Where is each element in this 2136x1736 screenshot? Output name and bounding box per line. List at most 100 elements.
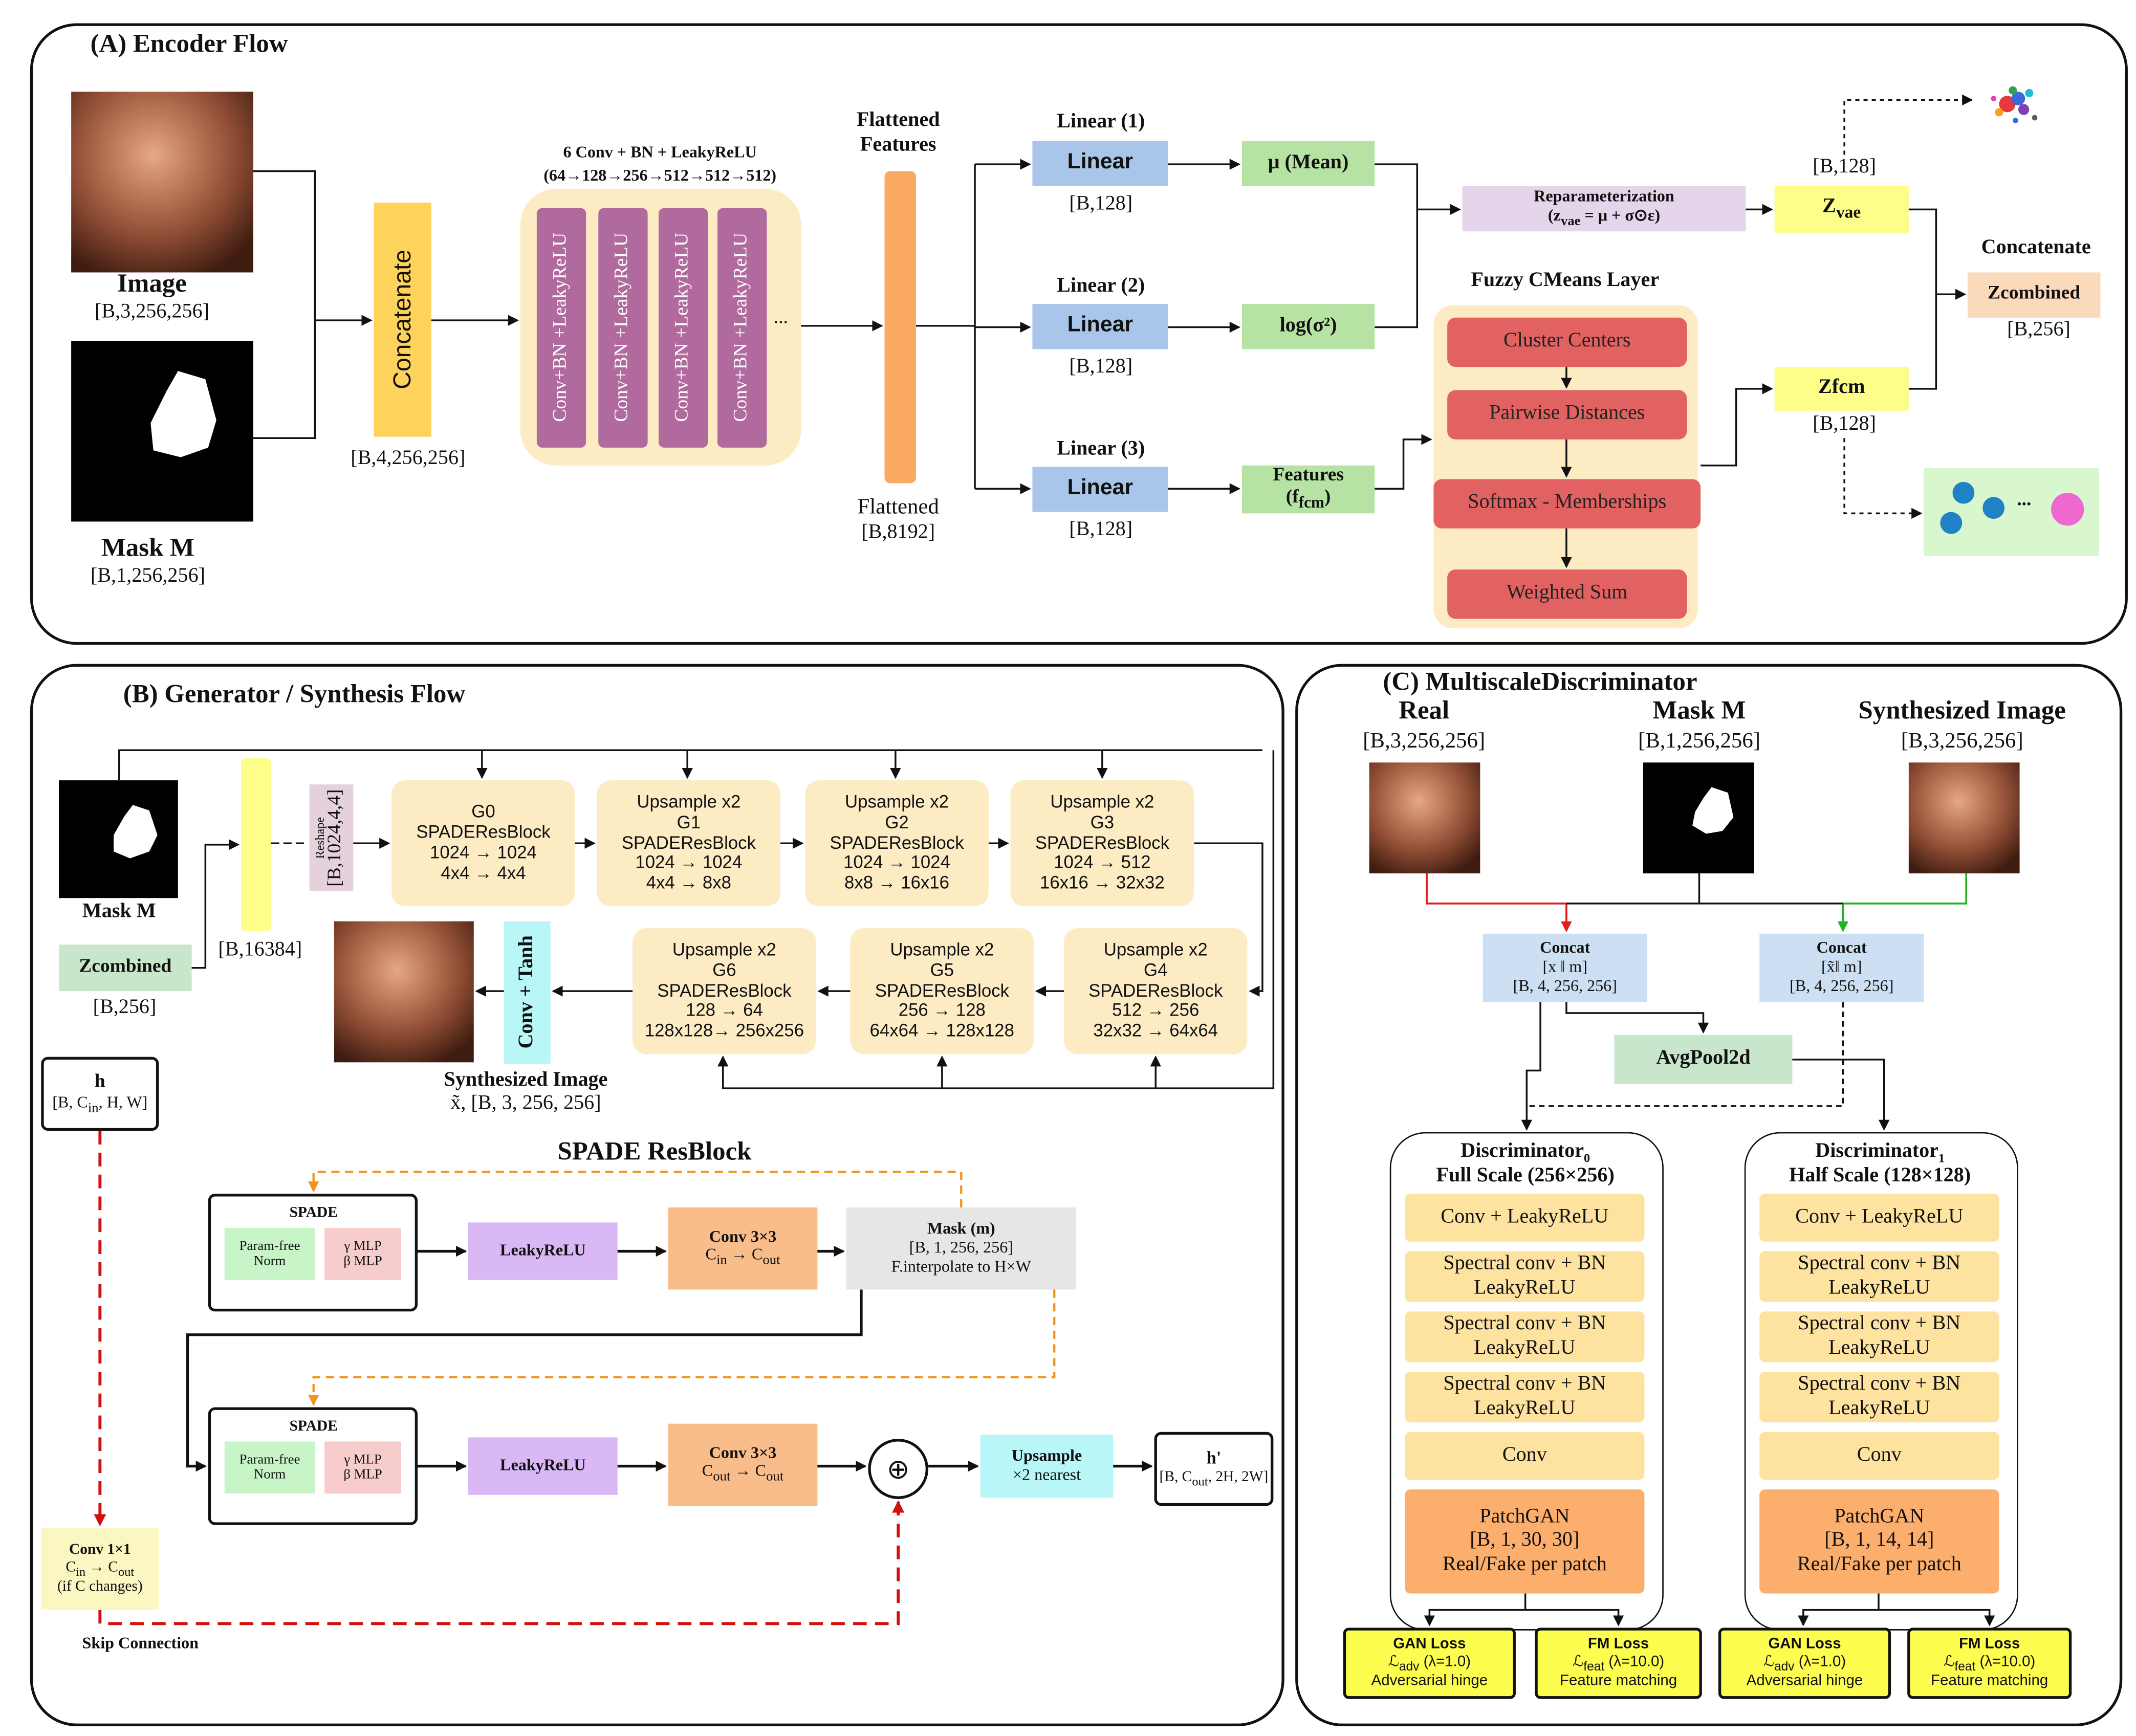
features-label: Features: [1273, 466, 1344, 487]
cluster-ellipsis: ...: [2017, 490, 2032, 511]
d0-gan-eq-a: ℒ: [1388, 1653, 1399, 1670]
conv-block-3: Conv+BN +LeakyReLU: [658, 208, 708, 448]
d1-gan-eq-b: (λ=1.0): [1794, 1653, 1846, 1670]
logvar-box: log(σ²): [1241, 303, 1375, 349]
generator-zcombined-label: Zcombined: [79, 957, 172, 978]
d0-fm-eq-sub: feat: [1583, 1659, 1605, 1673]
fcm-step-softmax: Softmax - Memberships: [1433, 479, 1701, 529]
linear-2-label: Linear: [1067, 314, 1134, 338]
mu-label: μ (Mean): [1268, 151, 1349, 174]
g3-upsample: Upsample x2: [1050, 790, 1154, 811]
encoder-panel: [30, 23, 2128, 645]
concat-real-title: Concat: [1540, 938, 1590, 958]
d1-title-text: Discriminator: [1815, 1140, 1939, 1162]
g4-name: G4: [1144, 959, 1168, 980]
leaky-2-label: LeakyReLU: [500, 1455, 586, 1475]
d0-title-text: Discriminator: [1461, 1140, 1584, 1162]
reparam-formula-a: (z: [1547, 205, 1561, 225]
zvae-box: Zvae: [1774, 186, 1909, 233]
d1-patchgan-desc: Real/Fake per patch: [1797, 1553, 1961, 1575]
g5-resolution: 64x64 → 128x128: [869, 1020, 1015, 1041]
linear-1-shape: [B,128]: [1069, 193, 1133, 215]
d0-patchgan-title: PatchGAN: [1479, 1506, 1570, 1528]
disc-real-image: [1369, 762, 1480, 874]
d1-fm-loss: FM Loss ℒfeat (λ=10.0) Feature matching: [1907, 1628, 2072, 1699]
d1-layer-4-b: LeakyReLU: [1828, 1397, 1930, 1419]
fcm-step-2-label: Pairwise Distances: [1489, 403, 1645, 425]
conv11-c1: C: [66, 1558, 76, 1575]
g3-resolution: 16x16 → 32x32: [1040, 872, 1165, 893]
g2-type: SPADEResBlock: [830, 831, 964, 852]
image-label: Image: [117, 270, 187, 299]
g1-resolution: 4x4 → 8x8: [646, 872, 732, 893]
g6-type: SPADEResBlock: [657, 979, 792, 1000]
h-prime-box: h' [B, Cout, 2H, 2W]: [1154, 1432, 1274, 1506]
g5-name: G5: [930, 959, 954, 980]
generator-mask-label: Mask M: [82, 900, 156, 923]
generator-mask-image: [59, 780, 178, 898]
disc-synth-shape: [B,3,256,256]: [1901, 730, 2023, 753]
g6-resolution: 128x128→ 256x256: [644, 1020, 804, 1041]
d1-layer-2-a: Spectral conv + BN: [1798, 1252, 1961, 1275]
conv11-io: Cin → Cout: [66, 1559, 134, 1579]
d1-layer-1-a: Conv + LeakyReLU: [1795, 1205, 1964, 1228]
g3-type: SPADEResBlock: [1035, 831, 1169, 852]
conv-tanh-box: Conv + Tanh: [504, 921, 551, 1064]
param-free-2-b: Norm: [253, 1467, 286, 1483]
conv33-1-title: Conv 3×3: [709, 1226, 777, 1245]
generator-mask-blob: [114, 805, 158, 859]
linear-3-box: Linear: [1032, 467, 1168, 512]
d0-layer-1-a: Conv + LeakyReLU: [1441, 1205, 1609, 1228]
param-free-1-b: Norm: [253, 1254, 286, 1269]
d0-gan-loss: GAN Loss ℒadv (λ=1.0) Adversarial hinge: [1343, 1628, 1516, 1699]
concat-fake-sub: [x̃‖ m]: [1821, 957, 1862, 976]
concat-real-shape: [B, 4, 256, 256]: [1513, 976, 1617, 995]
zvae-sub: vae: [1836, 203, 1861, 223]
spade-1-title: SPADE: [289, 1204, 338, 1221]
g2-channels: 1024 → 1024: [843, 852, 950, 873]
d0-layer-1: Conv + LeakyReLU: [1405, 1194, 1645, 1242]
d1-layer-4-a: Spectral conv + BN: [1798, 1373, 1961, 1396]
conv11-in: in: [76, 1564, 86, 1578]
conv33-2-io: Cout → Cout: [702, 1461, 783, 1486]
gen-block-g4: Upsample x2 G4 SPADEResBlock 512 → 256 3…: [1063, 928, 1248, 1054]
conv-block-4: Conv+BN +LeakyReLU: [717, 208, 767, 448]
conv33-1-out: out: [762, 1254, 780, 1269]
encoder-arrows: [253, 94, 1973, 568]
skip-connection-label: Skip Connection: [82, 1633, 199, 1653]
flattened-bar: [884, 171, 917, 484]
g4-type: SPADEResBlock: [1088, 979, 1223, 1000]
flattened-title-1: Flattened: [856, 109, 940, 131]
generator-panel: [30, 664, 1284, 1726]
d0-gan-loss-eq: ℒadv (λ=1.0): [1388, 1653, 1471, 1673]
d1-fm-eq-sub: feat: [1954, 1659, 1976, 1673]
disc-real-label: Real: [1399, 696, 1450, 726]
reparam-box: Reparameterization (zvae = μ + σ⊙ε): [1462, 186, 1746, 232]
reparam-formula-b: = μ + σ⊙ε): [1580, 205, 1661, 225]
h-prime-shape-a: [B, C: [1159, 1469, 1192, 1486]
d1-layer-3-a: Spectral conv + BN: [1798, 1313, 1961, 1335]
conv11-arrow: → C: [85, 1558, 118, 1575]
d0-layer-4-a: Spectral conv + BN: [1443, 1373, 1606, 1396]
beta-mlp-1: β MLP: [343, 1254, 382, 1269]
d0-fm-eq-a: ℒ: [1573, 1653, 1584, 1670]
residual-add-icon: ⊕: [868, 1439, 929, 1499]
conv33-1-arrow: → C: [727, 1245, 763, 1264]
zvae-label: Zvae: [1822, 196, 1861, 223]
generator-synth-label: Synthesized Image: [444, 1069, 608, 1091]
h-prime-label: h': [1206, 1447, 1222, 1468]
leaky-relu-2: LeakyReLU: [468, 1437, 618, 1495]
conv33-1: Conv 3×3 Cin → Cout: [668, 1207, 818, 1290]
concat-fake-shape: [B, 4, 256, 256]: [1790, 976, 1894, 995]
d0-fm-loss-eq: ℒfeat (λ=10.0): [1573, 1653, 1664, 1673]
generator-panel-title: (B) Generator / Synthesis Flow: [123, 680, 466, 709]
input-image: [71, 92, 253, 273]
beta-mlp-2: β MLP: [343, 1467, 382, 1483]
conv33-1-in: in: [716, 1254, 727, 1269]
d1-gan-loss-eq: ℒadv (λ=1.0): [1763, 1653, 1846, 1673]
concat-real-sub: [x ‖ m]: [1542, 957, 1587, 976]
d0-gan-eq-b: (λ=1.0): [1419, 1653, 1471, 1670]
